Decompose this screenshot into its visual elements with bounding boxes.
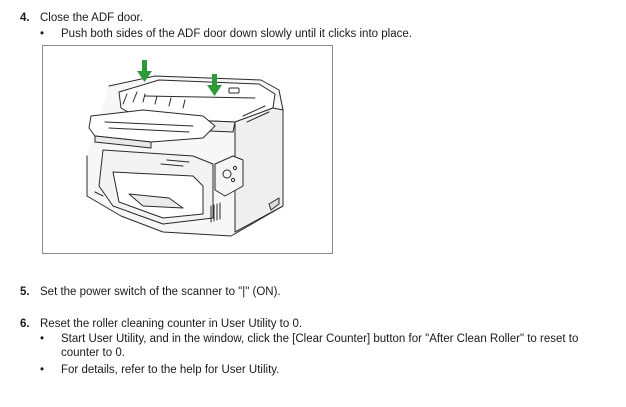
bullet-glyph: • [40, 333, 45, 345]
bullet-text: Start User Utility, and in the window, c… [61, 333, 579, 359]
scanner-figure [42, 45, 333, 254]
bullet-text: For details, refer to the help for User … [61, 364, 280, 376]
step-text: Reset the roller cleaning counter in Use… [40, 318, 303, 330]
step-number: 4. [20, 12, 30, 24]
bullet-text: Push both sides of the ADF door down slo… [61, 28, 412, 40]
bullet-glyph: • [40, 364, 45, 376]
push-down-arrows [137, 60, 222, 96]
step-number: 6. [20, 318, 30, 330]
scanner-illustration-icon [86, 60, 284, 237]
step-number: 5. [20, 286, 30, 298]
step-6-bullet-1: • Start User Utility, and in the window,… [40, 332, 616, 362]
bullet-glyph: • [40, 28, 45, 40]
step-text: Set the power switch of the scanner to "… [40, 286, 281, 298]
step-text: Close the ADF door. [40, 12, 143, 24]
